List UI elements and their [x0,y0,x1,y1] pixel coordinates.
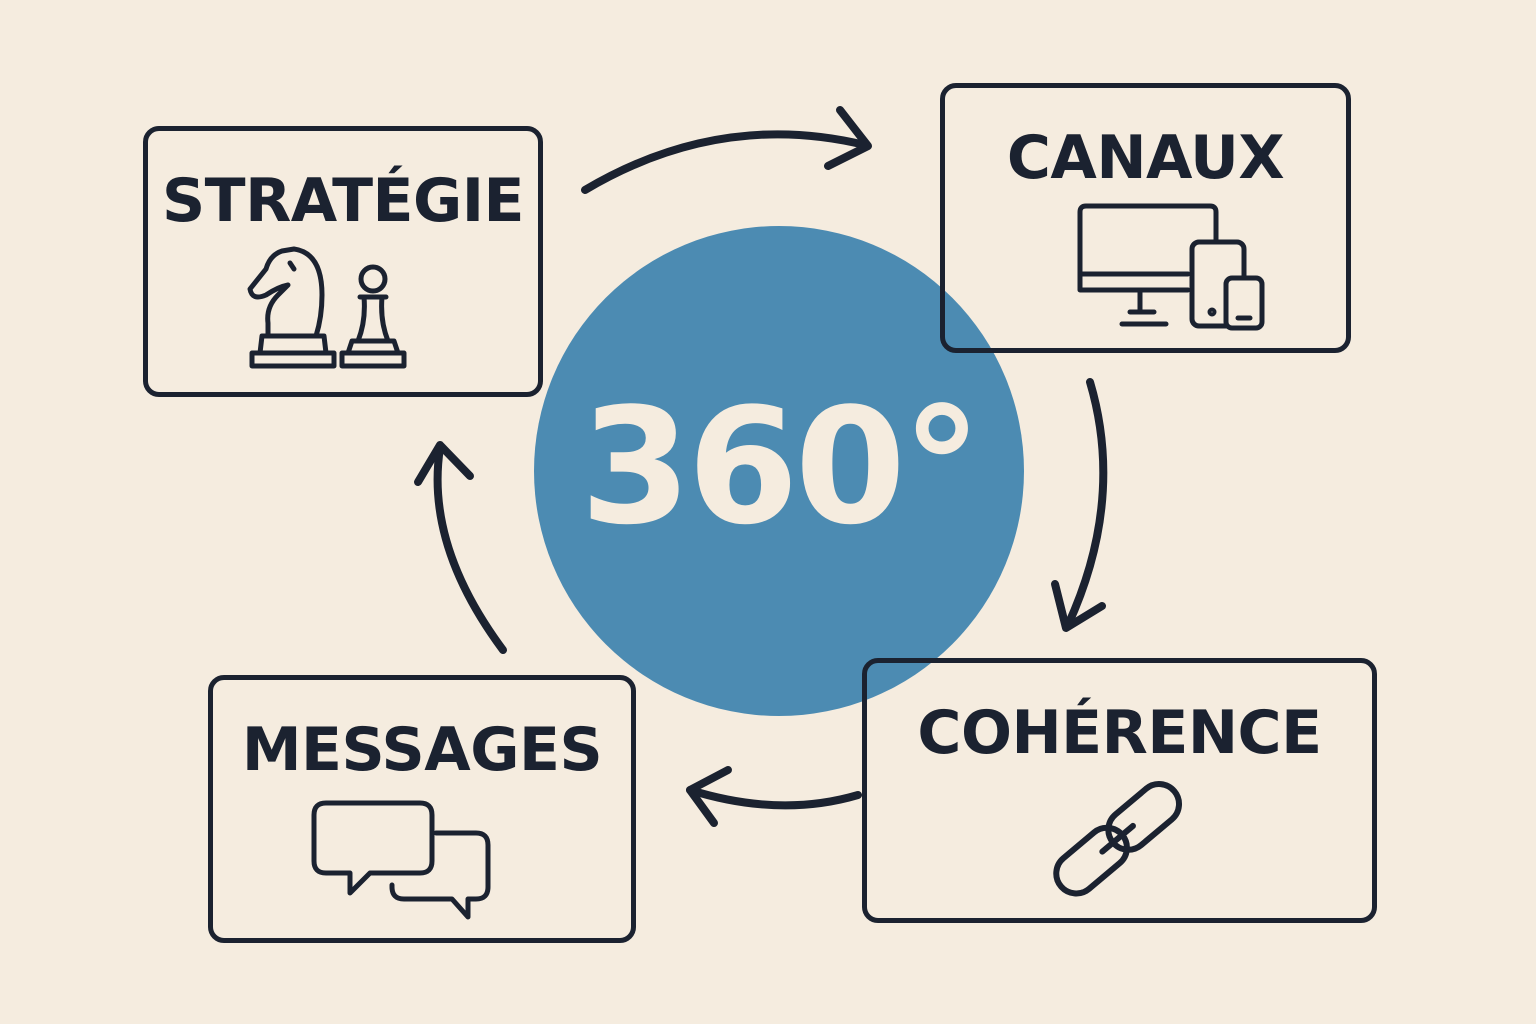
chess-pieces-icon [247,246,407,369]
node-title-coherence: COHÉRENCE [917,698,1322,768]
arrow-canaux-to-coherence [1064,378,1108,629]
arrow-coherence-to-messages [686,786,862,810]
node-title-canaux: CANAUX [1006,123,1285,193]
arrow-messages-to-strategie-head [414,441,474,486]
arrow-strategie-to-canaux-head [824,106,872,170]
node-strategie: STRATÉGIE [143,126,543,397]
node-coherence: COHÉRENCE [862,658,1377,923]
chain-link-icon [1053,781,1183,897]
devices-icon [1077,203,1265,331]
node-canaux: CANAUX [940,83,1351,353]
center-label: 360° [580,372,982,560]
chat-bubbles-icon [311,800,491,920]
node-messages: MESSAGES [208,675,636,943]
arrow-coherence-to-messages-head [686,766,732,827]
node-title-messages: MESSAGES [241,715,603,785]
node-title-strategie: STRATÉGIE [161,166,525,236]
arrow-strategie-to-canaux [581,130,869,194]
arrow-messages-to-strategie [433,444,507,654]
arrow-canaux-to-coherence-head [1051,580,1106,632]
